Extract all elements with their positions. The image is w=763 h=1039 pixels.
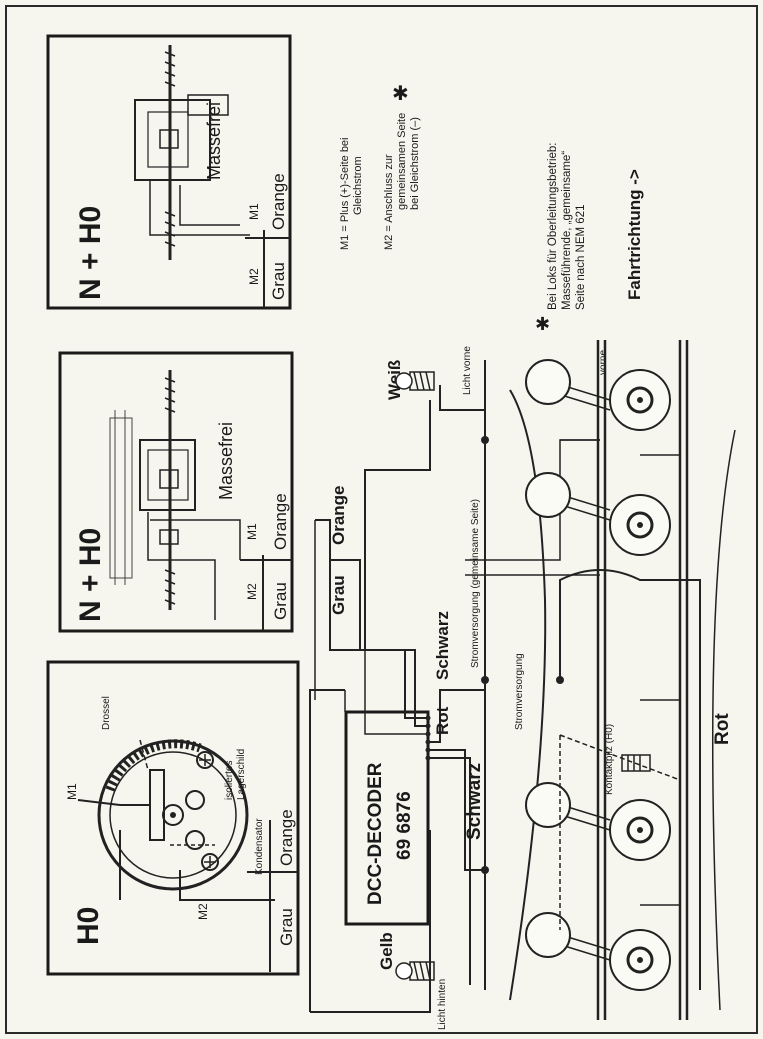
- nh0-top-massefrei-label: Massefrei: [204, 102, 224, 180]
- panel-h0: H0 M1 M2 Drossel isoliertes Lagerschild …: [46, 660, 300, 976]
- stromversorgung-label: Stromversorgung: [514, 653, 525, 730]
- direction-label: Fahrtrichtung ->: [625, 169, 644, 300]
- h0-isoliertes-label: isoliertes: [224, 761, 235, 800]
- light-yellow-label: Gelb: [377, 932, 396, 970]
- panel-nh0-top: N + H0 Massefrei M1 M2 Grau Orange: [46, 34, 292, 310]
- panel-nh0-middle: N + H0 Massefrei M1 M2 Grau Orange: [58, 351, 294, 633]
- wire-labels: Grau Orange Schwarz Rot Schwarz Rot Stro…: [329, 346, 733, 1030]
- nh0-top-m1-label: M1: [247, 203, 261, 220]
- nh0-middle-massefrei-label: Massefrei: [216, 422, 236, 500]
- decoder-name: DCC-DECODER: [365, 762, 386, 905]
- nh0-top-motor-drawing: [134, 45, 229, 260]
- nh0-middle-grau-label: Grau: [271, 582, 290, 620]
- nh0-middle-title: N + H0: [74, 528, 107, 622]
- wire-schwarz-bottom-label: Schwarz: [464, 763, 485, 840]
- dcc-decoder: DCC-DECODER 69 6876: [344, 710, 431, 926]
- licht-hinten-label: Licht hinten: [437, 979, 448, 1030]
- nh0-middle-m1-label: M1: [245, 523, 259, 540]
- h0-title: H0: [72, 907, 105, 945]
- h0-orange-label: Orange: [277, 809, 296, 866]
- nh0-top-grau-label: Grau: [269, 262, 288, 300]
- wire-orange-label: Orange: [329, 485, 348, 545]
- legend-m1-line2: Gleichstrom: [352, 156, 364, 215]
- h0-lagerschild-label: Lagerschild: [236, 749, 247, 800]
- legend-m2-line2: gemeinsamen Seite: [396, 113, 408, 210]
- legend-note-line3: Seite nach NEM 621: [575, 205, 587, 310]
- nh0-middle-orange-label: Orange: [271, 493, 290, 550]
- light-white-label: Weiß: [385, 360, 404, 400]
- nh0-top-m2-label: M2: [247, 268, 261, 285]
- page-border: [5, 5, 758, 1034]
- nh0-top-title: N + H0: [74, 206, 107, 300]
- light-rear: [395, 961, 435, 981]
- h0-m1-label: M1: [65, 783, 79, 800]
- nh0-middle-m2-label: M2: [245, 583, 259, 600]
- wire-schwarz-top-label: Schwarz: [433, 611, 452, 680]
- legend: M1 = Plus (+)-Seite bei Gleichstrom M2 =…: [339, 83, 644, 334]
- wire-rot-bottom-label: Rot: [712, 713, 733, 745]
- legend-star-note: ✱: [535, 314, 550, 334]
- legend-m2-line3: bei Gleichstrom (–): [409, 117, 421, 210]
- nh0-top-orange-label: Orange: [269, 173, 288, 230]
- legend-m1-line1: M1 = Plus (+)-Seite bei: [339, 138, 351, 251]
- chassis: [509, 340, 736, 1020]
- legend-m2-line1: M2 = Anschluss zur: [383, 154, 395, 250]
- h0-motor-drawing: [97, 739, 249, 891]
- nh0-middle-motor-drawing: [109, 370, 196, 610]
- h0-m2-label: M2: [196, 903, 210, 920]
- h0-kondensator-label: Kondensator: [254, 818, 265, 875]
- h0-drossel-label: Drossel: [101, 696, 112, 730]
- vorne-label: vorne: [598, 350, 609, 375]
- decoder-number: 69 6876: [394, 791, 415, 860]
- light-front: [395, 371, 435, 391]
- wire-grau-label: Grau: [329, 575, 348, 615]
- legend-note-line2: Masseführende, „gemeinsame“: [561, 151, 573, 310]
- legend-note-line1: Bei Loks für Oberleitungsbetrieb:: [547, 143, 559, 310]
- legend-star-top: ✱: [392, 83, 409, 105]
- stromversorgung-gemeinsam-label: Stromversorgung (gemeinsame Seite): [470, 499, 481, 668]
- h0-grau-label: Grau: [277, 908, 296, 946]
- wire-rot-top-label: Rot: [433, 706, 452, 735]
- licht-vorne-label: Licht vorne: [462, 346, 473, 395]
- kontaktpilz-label: Kontaktpilz (H0): [604, 724, 615, 795]
